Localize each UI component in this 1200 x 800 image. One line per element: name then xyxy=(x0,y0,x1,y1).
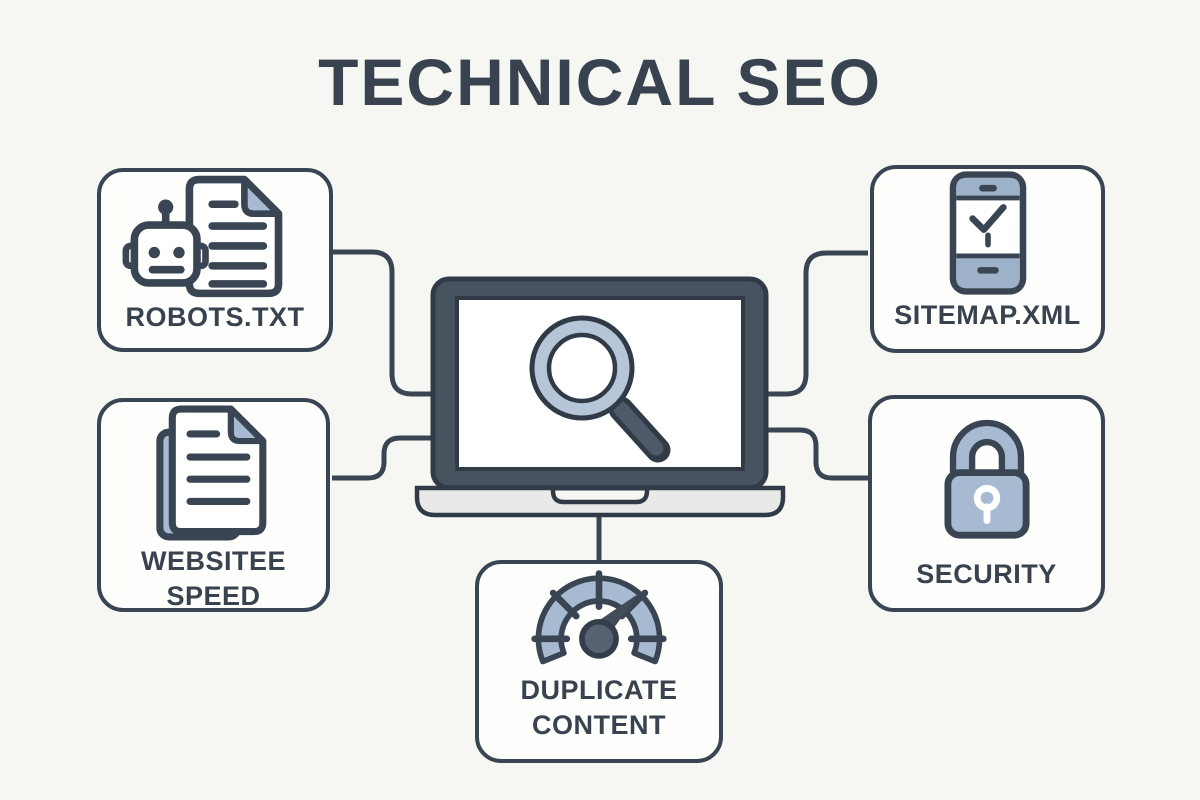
node-website-speed: WEBSITEE SPEED xyxy=(97,398,330,612)
mobile-check-icon xyxy=(942,169,1034,298)
robot-document-icon xyxy=(120,172,310,300)
node-label: SITEMAP.XML xyxy=(894,299,1081,330)
connector-security-laptop xyxy=(762,427,870,481)
node-sitemap-xml: SITEMAP.XML xyxy=(870,165,1105,353)
speedometer-icon xyxy=(523,564,675,673)
laptop-base xyxy=(414,485,786,518)
node-label: SECURITY xyxy=(916,558,1057,589)
magnifier-handle xyxy=(613,401,664,456)
padlock-icon xyxy=(927,399,1047,557)
stacked-documents-icon xyxy=(144,402,284,544)
page-title: TECHNICAL SEO xyxy=(318,45,882,119)
connector-speed-laptop xyxy=(332,435,438,481)
node-robots-txt: ROBOTS.TXT xyxy=(97,168,333,352)
node-label: WEBSITEE SPEED xyxy=(140,546,286,612)
connector-sitemap-laptop xyxy=(762,250,868,397)
node-security: SECURITY xyxy=(868,395,1105,612)
magnifier-icon xyxy=(529,315,671,463)
node-label: ROBOTS.TXT xyxy=(125,302,305,332)
node-label: DUPLICATE CONTENT xyxy=(520,674,678,740)
connector-robots-laptop xyxy=(333,249,438,397)
connector-lines xyxy=(332,249,870,562)
magnifier-lens xyxy=(546,332,618,404)
node-duplicate-content: DUPLICATE CONTENT xyxy=(475,560,723,763)
